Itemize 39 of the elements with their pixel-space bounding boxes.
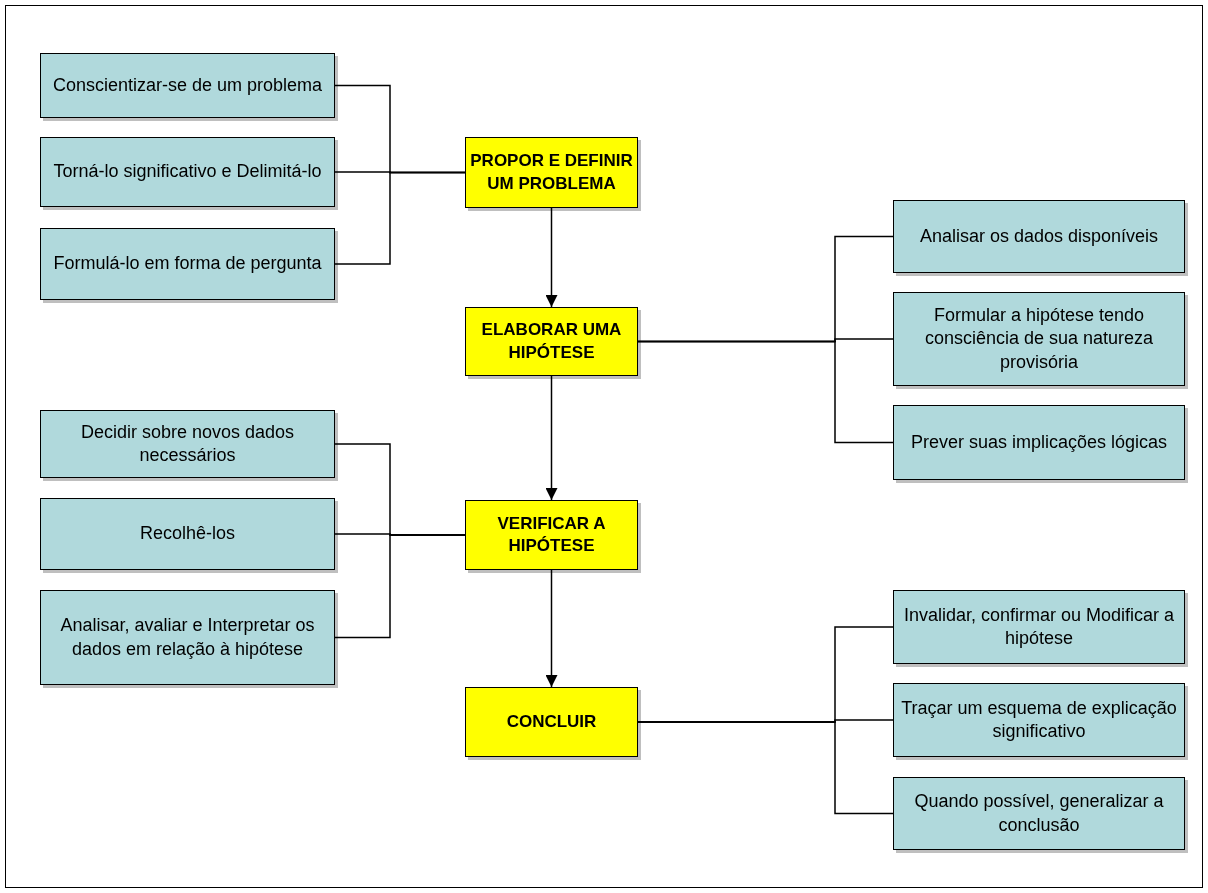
task-label: Formular a hipótese tendo consciência de sua natureza provisória — [923, 303, 1155, 374]
task-box — [893, 777, 1185, 850]
task-label: Torná-lo significativo e Delimitá-lo — [53, 160, 322, 184]
step-box — [465, 500, 638, 570]
task-box — [40, 228, 335, 300]
connector-line — [637, 721, 894, 815]
task-box — [893, 292, 1185, 386]
task-box — [40, 410, 335, 478]
task-box — [893, 405, 1185, 480]
task-label: Recolhê-los — [139, 522, 235, 546]
step-box — [465, 137, 638, 208]
connector-line — [637, 340, 894, 444]
step-label: VERIFICAR A HIPÓTESE — [496, 512, 607, 557]
task-box — [40, 137, 335, 207]
arrow — [545, 375, 558, 501]
step-label: CONCLUIR — [506, 710, 597, 733]
task-label: Quando possível, generalizar a conclusão — [913, 790, 1165, 837]
step-box — [465, 307, 638, 376]
step-box — [465, 687, 638, 757]
arrow — [545, 569, 558, 688]
arrow — [545, 207, 558, 308]
task-box — [40, 53, 335, 118]
task-box — [893, 590, 1185, 664]
task-label: Formulá-lo em forma de pergunta — [53, 252, 322, 276]
task-label: Invalidar, confirmar ou Modificar a hipótese — [902, 603, 1176, 650]
step-label: ELABORAR UMA HIPÓTESE — [480, 319, 623, 364]
task-box — [893, 683, 1185, 757]
connector-line — [334, 534, 466, 639]
task-label: Prever suas implicações lógicas — [910, 430, 1168, 454]
task-label: Analisar, avaliar e Interpretar os dados em relação à hipótese — [59, 614, 316, 661]
task-box — [40, 498, 335, 570]
task-box — [40, 590, 335, 685]
task-label: Conscientizar-se de um problema — [52, 73, 323, 97]
step-label: PROPOR E DEFINIR UM PROBLEMA — [470, 150, 633, 195]
task-box — [893, 200, 1185, 273]
connector-line — [334, 171, 466, 265]
task-label: Decidir sobre novos dados necessários — [79, 420, 296, 467]
task-label: Traçar um esquema de explicação significativo — [900, 696, 1178, 743]
task-label: Analisar os dados disponíveis — [919, 224, 1159, 248]
